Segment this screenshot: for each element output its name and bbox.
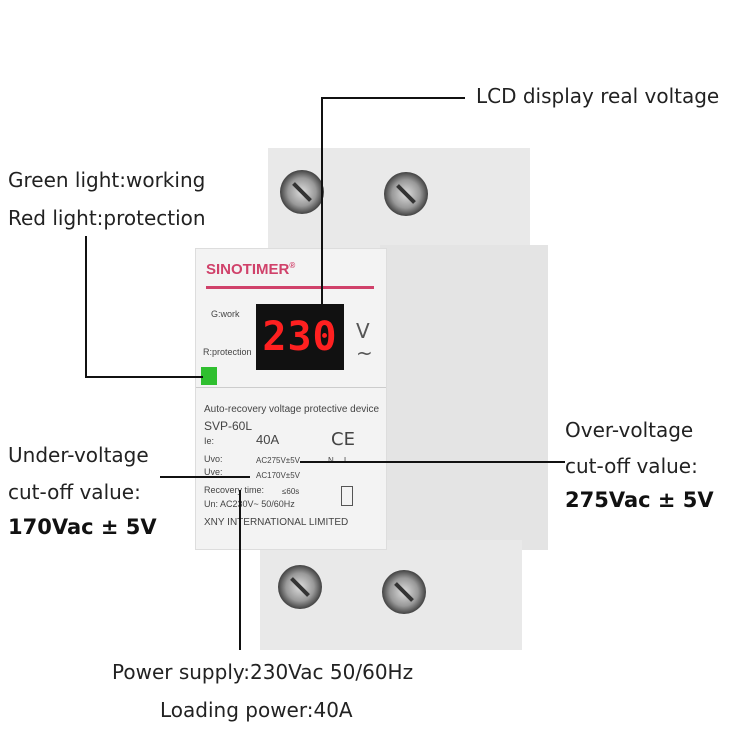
- unit-label: V: [356, 319, 370, 343]
- ie-label: Ie:: [204, 436, 215, 446]
- voltage-display: 230: [256, 304, 344, 370]
- device-right-side: [380, 245, 548, 550]
- manufacturer: XNY INTERNATIONAL LIMITED: [204, 517, 349, 528]
- recovery-value: ≤60s: [282, 487, 300, 496]
- uve-value: AC170V±5V: [256, 471, 300, 480]
- device-description: Auto-recovery voltage protective device: [204, 404, 380, 415]
- uvo-label: Uvo:: [204, 454, 223, 464]
- ce-mark: CE: [331, 429, 355, 450]
- callout-green-light: Green light:working: [8, 168, 206, 192]
- r-protection-label: R:protection: [203, 347, 252, 357]
- callout-power-supply: Power supply:230Vac 50/60Hz: [112, 660, 414, 684]
- callout-over-voltage: Over-voltage: [565, 418, 694, 442]
- model: SVP-60L: [204, 419, 253, 433]
- l-terminal: L: [344, 456, 348, 465]
- recovery-label: Recovery time:: [204, 485, 265, 495]
- display-value: 230: [262, 314, 338, 360]
- brand-logo: SINOTIMER®: [206, 261, 296, 278]
- status-led: [201, 367, 217, 385]
- ac-symbol: ~: [356, 341, 373, 365]
- callout-over-cutoff: cut-off value:: [565, 454, 698, 478]
- n-terminal: N: [328, 456, 334, 465]
- callout-under-cutoff: cut-off value:: [8, 480, 141, 504]
- g-work-label: G:work: [211, 309, 240, 319]
- callout-lcd: LCD display real voltage: [476, 84, 720, 108]
- rated-voltage: Un: AC230V~ 50/60Hz: [204, 499, 295, 509]
- callout-under-voltage: Under-voltage: [8, 443, 149, 467]
- callout-under-value: 170Vac ± 5V: [8, 515, 157, 539]
- screw-icon: [278, 565, 322, 609]
- callout-loading-power: Loading power:40A: [160, 698, 353, 722]
- uve-label: Uve:: [204, 467, 223, 477]
- uvo-value: AC275V±5V: [256, 456, 300, 465]
- screw-icon: [382, 570, 426, 614]
- device-front-panel: SINOTIMER® G:work R:protection 230 V ~ A…: [195, 248, 387, 550]
- callout-over-value: 275Vac ± 5V: [565, 488, 714, 512]
- callout-red-light: Red light:protection: [8, 206, 206, 230]
- brand-stripe: [206, 286, 374, 289]
- screw-icon: [384, 172, 428, 216]
- ie-value: 40A: [256, 432, 280, 447]
- screw-icon: [280, 170, 324, 214]
